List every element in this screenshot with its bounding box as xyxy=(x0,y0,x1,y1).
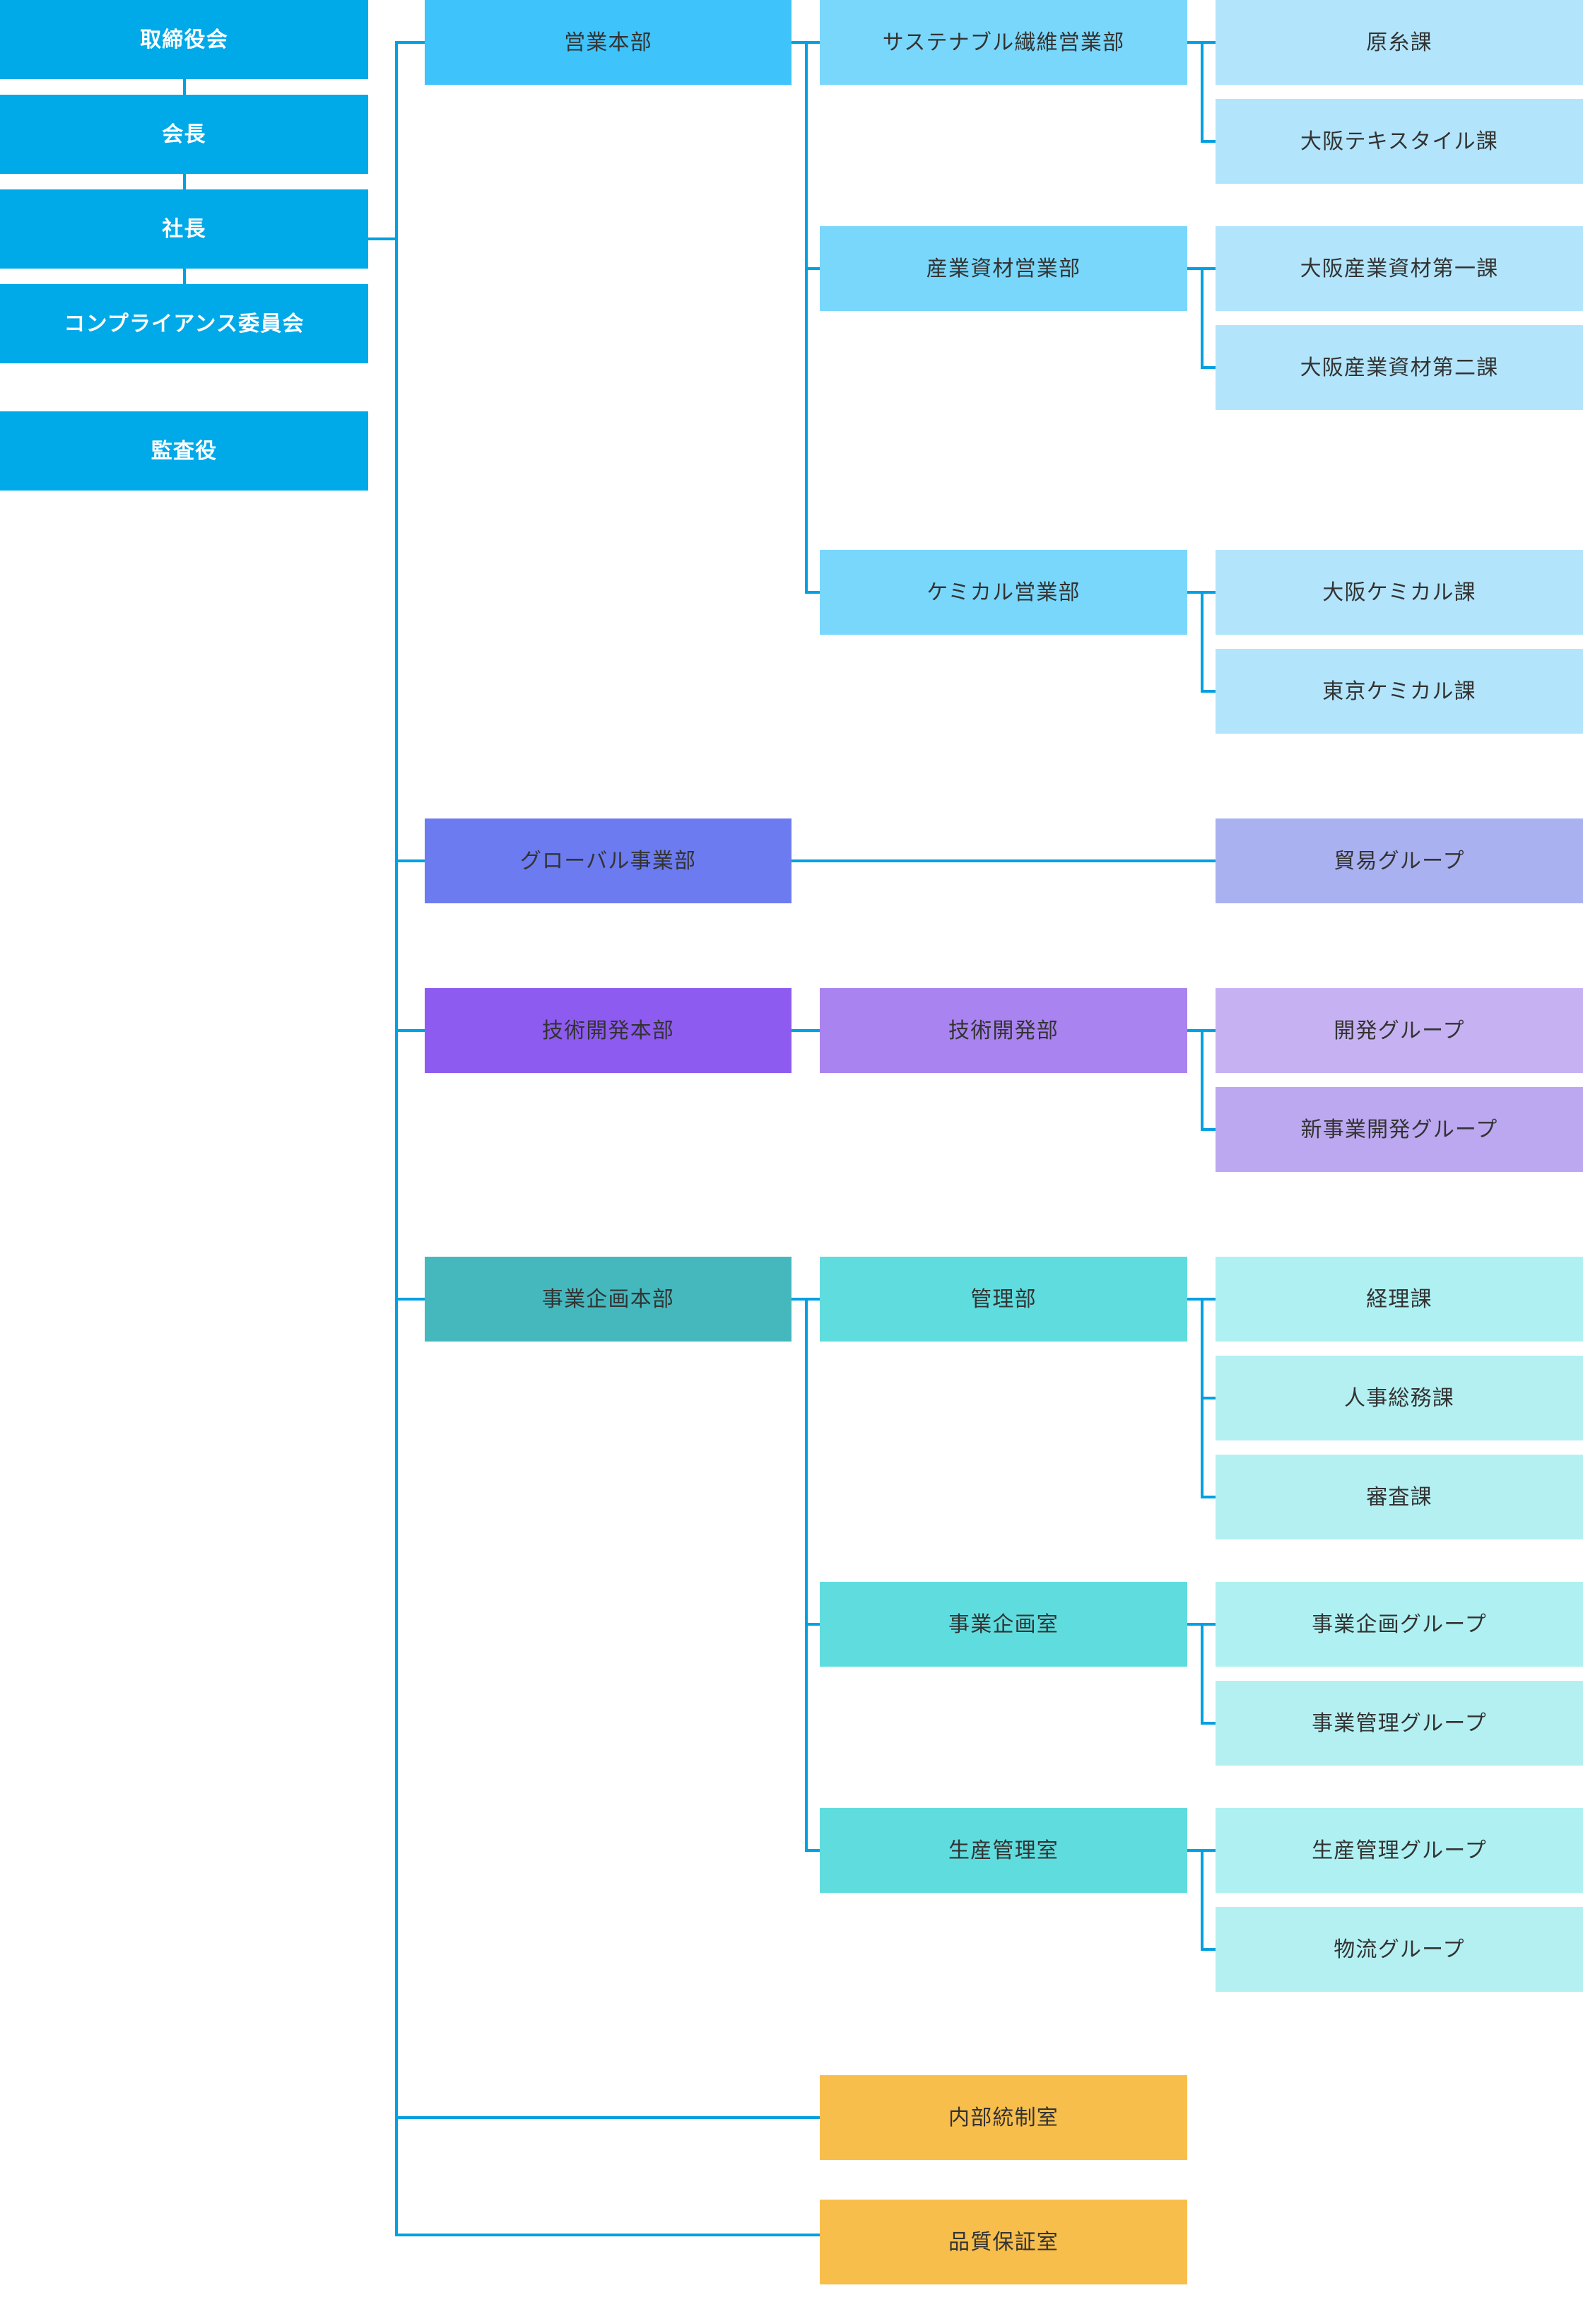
node-sales-headquarters[interactable]: 営業本部 xyxy=(425,0,792,85)
node-production-management-group[interactable]: 生産管理グループ xyxy=(1216,1808,1583,1893)
business-planning-office-trunk xyxy=(1201,1623,1204,1723)
branch-to-osaka-im-2nd-section xyxy=(1201,366,1216,369)
production-management-office-stub xyxy=(1187,1849,1203,1852)
global-to-trade-group-link xyxy=(792,859,1216,862)
main-trunk-vertical xyxy=(395,41,398,2236)
branch-to-chemical-sales-dept xyxy=(805,591,820,594)
connector-chairman-to-president xyxy=(183,174,186,189)
node-technology-development-headquarters[interactable]: 技術開発本部 xyxy=(425,988,792,1073)
node-development-group[interactable]: 開発グループ xyxy=(1216,988,1583,1073)
branch-to-business-planning-office xyxy=(805,1623,820,1626)
branch-to-logistics-group xyxy=(1201,1948,1216,1951)
branch-to-sales-headquarters xyxy=(395,41,425,44)
node-hr-general-affairs-section[interactable]: 人事総務課 xyxy=(1216,1356,1583,1440)
branch-to-technology-development-hq xyxy=(395,1029,425,1032)
node-osaka-chemical-section[interactable]: 大阪ケミカル課 xyxy=(1216,550,1583,635)
tech-dept-trunk xyxy=(1201,1029,1204,1129)
node-internal-control-office[interactable]: 内部統制室 xyxy=(820,2075,1187,2160)
branch-to-business-planning-hq xyxy=(395,1298,425,1301)
branch-to-business-planning-group xyxy=(1201,1623,1216,1626)
sustainable-fiber-dept-trunk xyxy=(1201,41,1204,141)
node-compliance-committee[interactable]: コンプライアンス委員会 xyxy=(0,284,368,363)
branch-to-tokyo-chemical-section xyxy=(1201,690,1216,693)
node-board-of-directors[interactable]: 取締役会 xyxy=(0,0,368,79)
branch-to-osaka-textile-section xyxy=(1201,140,1216,143)
node-technology-development-dept[interactable]: 技術開発部 xyxy=(820,988,1187,1073)
branch-to-quality-assurance-office xyxy=(395,2234,820,2236)
trunk-stub-from-president xyxy=(368,237,398,240)
business-planning-office-stub xyxy=(1187,1623,1203,1626)
node-business-planning-headquarters[interactable]: 事業企画本部 xyxy=(425,1257,792,1342)
branch-to-raw-yarn-section xyxy=(1201,41,1216,44)
node-trade-group[interactable]: 貿易グループ xyxy=(1216,818,1583,903)
branch-to-production-management-group xyxy=(1201,1849,1216,1852)
branch-to-osaka-chemical-section xyxy=(1201,591,1216,594)
node-raw-yarn-section[interactable]: 原糸課 xyxy=(1216,0,1583,85)
node-examination-section[interactable]: 審査課 xyxy=(1216,1455,1583,1539)
node-president[interactable]: 社長 xyxy=(0,189,368,269)
branch-to-osaka-im-1st-section xyxy=(1201,267,1216,270)
node-chairman[interactable]: 会長 xyxy=(0,95,368,174)
tech-dept-stub xyxy=(1187,1029,1203,1032)
branch-to-accounting-section xyxy=(1201,1298,1216,1301)
chemical-sales-dept-trunk xyxy=(1201,591,1204,691)
branch-to-development-group xyxy=(1201,1029,1216,1032)
branch-to-hr-general-affairs-section xyxy=(1201,1397,1216,1399)
planning-hq-trunk xyxy=(805,1298,808,1849)
branch-to-business-management-group xyxy=(1201,1722,1216,1725)
chemical-sales-dept-stub xyxy=(1187,591,1203,594)
node-global-business-division[interactable]: グローバル事業部 xyxy=(425,818,792,903)
branch-to-administration-dept xyxy=(805,1298,820,1301)
industrial-materials-dept-stub xyxy=(1187,267,1203,270)
branch-to-internal-control-office xyxy=(395,2116,820,2119)
node-production-management-office[interactable]: 生産管理室 xyxy=(820,1808,1187,1893)
branch-to-new-business-development-group xyxy=(1201,1128,1216,1131)
branch-to-production-management-office xyxy=(805,1849,820,1852)
node-business-planning-office[interactable]: 事業企画室 xyxy=(820,1582,1187,1667)
node-business-planning-group[interactable]: 事業企画グループ xyxy=(1216,1582,1583,1667)
sustainable-fiber-dept-stub xyxy=(1187,41,1203,44)
node-auditor[interactable]: 監査役 xyxy=(0,411,368,491)
node-accounting-section[interactable]: 経理課 xyxy=(1216,1257,1583,1342)
node-industrial-materials-sales-dept[interactable]: 産業資材営業部 xyxy=(820,226,1187,311)
node-logistics-group[interactable]: 物流グループ xyxy=(1216,1907,1583,1992)
connector-president-to-compliance xyxy=(183,269,186,284)
production-management-office-trunk xyxy=(1201,1849,1204,1949)
planning-hq-stub xyxy=(792,1298,807,1301)
industrial-materials-dept-trunk xyxy=(1201,267,1204,368)
node-tokyo-chemical-section[interactable]: 東京ケミカル課 xyxy=(1216,649,1583,734)
node-new-business-development-group[interactable]: 新事業開発グループ xyxy=(1216,1087,1583,1172)
branch-to-sustainable-fiber-dept xyxy=(805,41,820,44)
node-quality-assurance-office[interactable]: 品質保証室 xyxy=(820,2200,1187,2284)
branch-to-examination-section xyxy=(1201,1496,1216,1498)
node-osaka-textile-section[interactable]: 大阪テキスタイル課 xyxy=(1216,99,1583,184)
node-sustainable-fiber-sales-dept[interactable]: サステナブル繊維営業部 xyxy=(820,0,1187,85)
tech-hq-to-tech-dept-link xyxy=(792,1029,821,1032)
sales-hq-trunk xyxy=(805,41,808,592)
administration-dept-stub xyxy=(1187,1298,1203,1301)
node-business-management-group[interactable]: 事業管理グループ xyxy=(1216,1681,1583,1766)
branch-to-industrial-materials-dept xyxy=(805,267,820,270)
node-administration-dept[interactable]: 管理部 xyxy=(820,1257,1187,1342)
branch-to-global-business-division xyxy=(395,859,425,862)
connector-board-to-chairman xyxy=(183,79,186,95)
node-chemical-sales-dept[interactable]: ケミカル営業部 xyxy=(820,550,1187,635)
node-osaka-industrial-materials-1st-section[interactable]: 大阪産業資材第一課 xyxy=(1216,226,1583,311)
node-osaka-industrial-materials-2nd-section[interactable]: 大阪産業資材第二課 xyxy=(1216,325,1583,410)
